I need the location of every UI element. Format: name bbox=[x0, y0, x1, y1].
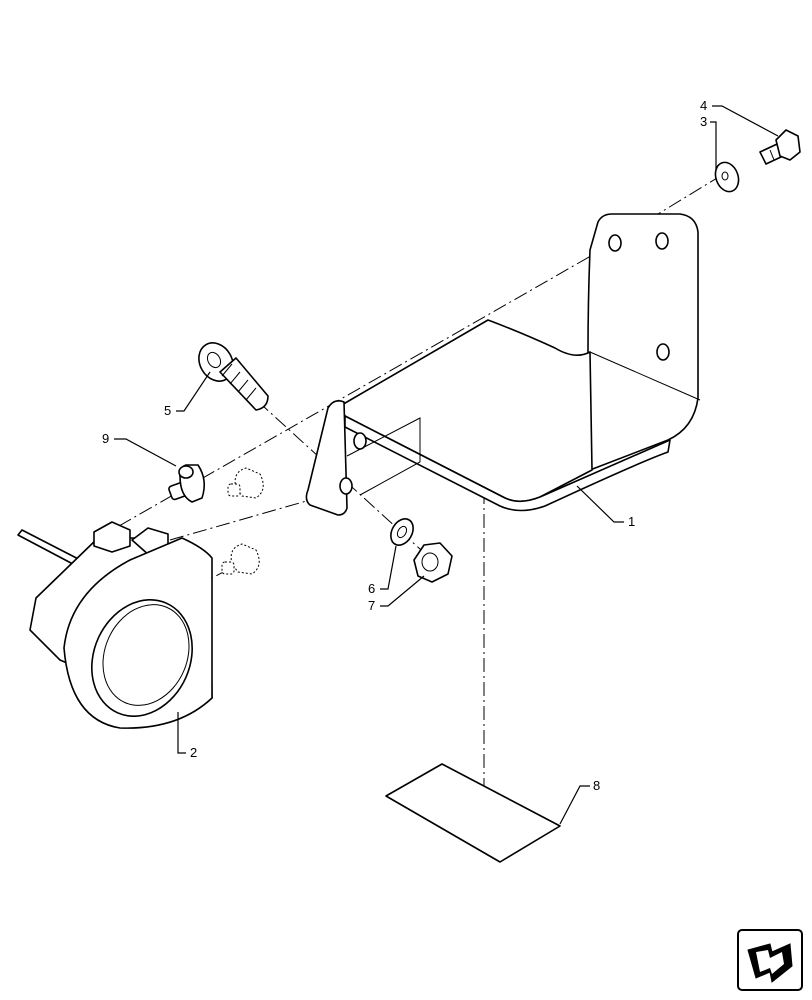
callout-4: 4 bbox=[700, 98, 707, 113]
bracket-hole bbox=[339, 477, 353, 495]
leader-8 bbox=[559, 785, 590, 825]
callout-1: 1 bbox=[628, 514, 635, 529]
phantom-spacer bbox=[234, 467, 264, 499]
callout-9: 9 bbox=[102, 431, 109, 446]
phantom-spacer bbox=[230, 543, 260, 575]
lamp-lens-outer bbox=[91, 599, 193, 717]
carriage-bolt-part-5 bbox=[198, 342, 269, 411]
hex-bolt-head bbox=[775, 129, 801, 161]
leader-6 bbox=[380, 545, 397, 590]
leader-1 bbox=[576, 485, 624, 523]
bracket-front-flange bbox=[305, 400, 348, 516]
flat-washer-part-3 bbox=[714, 161, 740, 193]
callout-5: 5 bbox=[164, 403, 171, 418]
flat-washer bbox=[714, 161, 740, 193]
callout-7: 7 bbox=[368, 598, 375, 613]
lock-washer-part-6 bbox=[390, 518, 414, 546]
leader-lines bbox=[114, 105, 779, 825]
callout-3: 3 bbox=[700, 114, 707, 129]
callouts: 4 3 5 9 1 2 6 7 8 bbox=[102, 98, 707, 793]
hex-bolt-part-4 bbox=[759, 129, 801, 165]
decal bbox=[385, 763, 561, 863]
carriage-bolt-shank bbox=[219, 357, 269, 411]
callout-6: 6 bbox=[368, 581, 375, 596]
bracket-hole bbox=[656, 343, 670, 361]
bracket-part-1 bbox=[305, 213, 701, 516]
lamp-ear bbox=[93, 521, 131, 553]
next-page-arrow-icon[interactable] bbox=[737, 929, 803, 991]
bracket-hole bbox=[655, 232, 669, 250]
leader-7 bbox=[380, 575, 425, 607]
bracket-hole bbox=[353, 432, 367, 450]
decal-part-8 bbox=[385, 763, 561, 863]
leader-2 bbox=[177, 712, 186, 754]
leader-3 bbox=[710, 121, 717, 170]
bumper-part-9 bbox=[168, 464, 206, 503]
hex-nut bbox=[413, 542, 453, 583]
callout-8: 8 bbox=[593, 778, 600, 793]
bracket-rear-flange bbox=[587, 213, 699, 471]
leader-9 bbox=[114, 438, 177, 467]
hex-nut-part-7 bbox=[413, 542, 453, 583]
callout-2: 2 bbox=[190, 745, 197, 760]
phantom-spacers bbox=[221, 467, 264, 575]
bracket-horizontal-plate bbox=[339, 319, 593, 503]
leader-4 bbox=[712, 105, 779, 137]
lamp-part-2 bbox=[17, 521, 213, 729]
lock-washer bbox=[390, 518, 414, 546]
lamp-lens-inner bbox=[102, 604, 190, 706]
leader-5 bbox=[176, 371, 211, 412]
bracket-front-edge bbox=[344, 415, 671, 512]
bracket-hole bbox=[608, 234, 622, 252]
